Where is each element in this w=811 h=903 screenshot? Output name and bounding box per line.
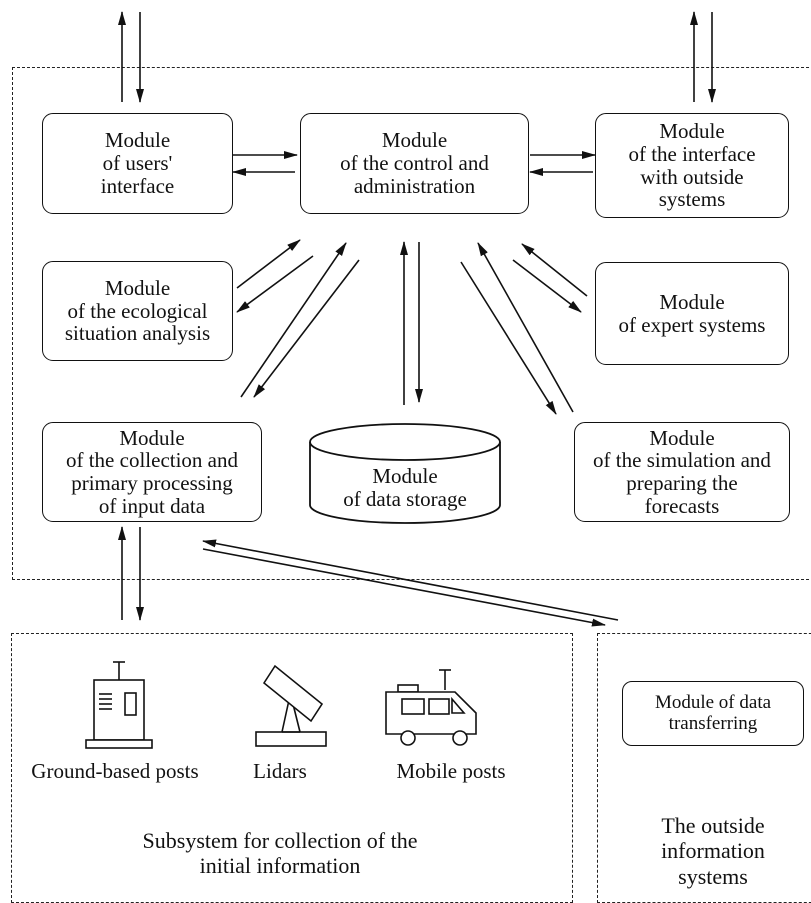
collection-to-outside-arrow: [202, 548, 606, 627]
mobile-post-icon: [385, 669, 477, 746]
control-to-simulation-arrow: [460, 261, 557, 415]
outside-interface-module-label: Module of the interface with outside sys…: [628, 119, 756, 212]
outside-systems-caption: The outside information systems: [661, 813, 765, 889]
control-to-collection-arrow: [253, 259, 360, 398]
data-storage-module-label: Module of data storage: [343, 464, 467, 511]
ecological-analysis-module-label: Module of the ecological situation analy…: [64, 275, 211, 346]
ecological-analysis-module: Module of the ecological situation analy…: [42, 261, 233, 361]
collection-processing-module-label: Module of the collection and primary pro…: [65, 425, 239, 518]
expert-systems-module-label: Module of expert systems: [618, 289, 766, 337]
data-storage-cylinder: [309, 423, 501, 524]
lidar-icon: [255, 664, 327, 747]
main-system-region: [12, 67, 811, 580]
mobile-posts-label: Mobile posts: [396, 759, 506, 783]
control-administration-module-label: Module of the control and administration: [340, 128, 489, 198]
control-administration-module: Module of the control and administration: [300, 113, 529, 214]
ground-based-posts-label: Ground-based posts: [31, 759, 199, 783]
control-to-expert-arrow: [512, 259, 582, 313]
collection-to-control-arrow: [240, 242, 347, 398]
simulation-forecast-module: Module of the simulation and preparing t…: [574, 422, 790, 522]
simulation-to-control-arrow: [477, 242, 574, 413]
users-interface-module-label: Module of users' interface: [100, 128, 175, 198]
simulation-forecast-module-label: Module of the simulation and preparing t…: [593, 425, 771, 518]
lidars-label: Lidars: [253, 759, 307, 783]
data-transferring-module-label: Module of data transferring: [654, 691, 772, 734]
control-to-ecological-arrow: [236, 255, 314, 313]
collection-processing-module: Module of the collection and primary pro…: [42, 422, 262, 522]
users-interface-module: Module of users' interface: [42, 113, 233, 214]
expert-systems-module: Module of expert systems: [595, 262, 789, 365]
data-transferring-module: Module of data transferring: [622, 681, 804, 746]
ecological-to-control-arrow: [236, 239, 301, 289]
outside-to-collection-arrow: [202, 539, 619, 621]
ground-based-post-icon: [85, 661, 153, 749]
expert-to-control-arrow: [521, 243, 588, 297]
collection-subsystem-caption: Subsystem for collection of the initial …: [142, 828, 418, 879]
outside-interface-module: Module of the interface with outside sys…: [595, 113, 789, 218]
